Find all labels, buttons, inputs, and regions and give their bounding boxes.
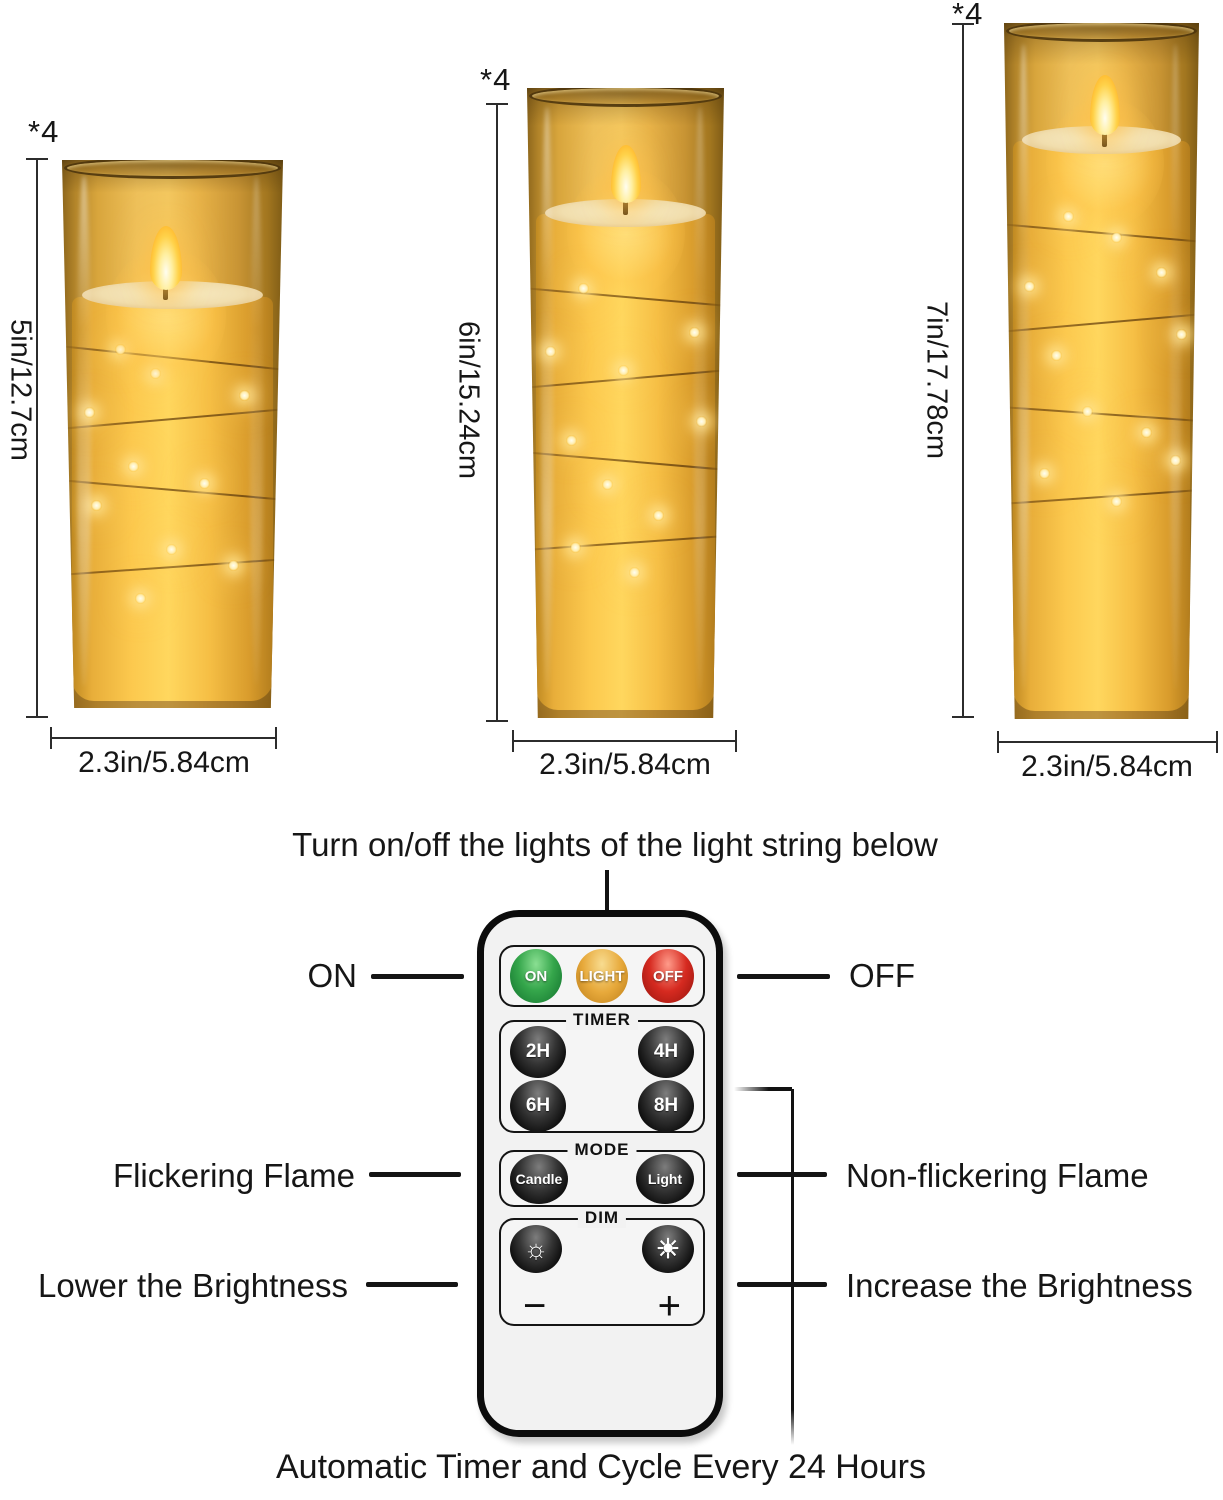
sun-bright-icon[interactable]: ☀ — [642, 1225, 694, 1273]
callout-off-label: OFF — [849, 957, 915, 994]
glass-rim — [64, 160, 281, 179]
sun-dim-icon[interactable]: ☼ — [510, 1225, 562, 1273]
fairy-light-dot — [696, 415, 708, 427]
fairy-light-dot — [1111, 496, 1123, 508]
fairy-light-dot — [227, 560, 239, 572]
height-dimension-arrow — [486, 103, 508, 722]
width-dimension-label: 2.3in/5.84cm — [539, 748, 711, 781]
candle-wick — [163, 286, 168, 300]
fairy-light-dot — [90, 499, 102, 511]
fairy-light-dot — [128, 461, 140, 473]
quantity-label: *4 — [28, 114, 60, 149]
height-dimension-arrow — [952, 23, 974, 718]
width-dimension-label: 2.3in/5.84cm — [78, 746, 250, 779]
timer-section-label: TIMER — [566, 1010, 638, 1030]
mode-button-group: MODE Candle Light — [499, 1140, 705, 1207]
timer-2h-button[interactable]: 2H — [510, 1026, 566, 1078]
fairy-light-dot — [570, 541, 582, 553]
fairy-light-dot — [1175, 329, 1187, 341]
fairy-light-dot — [1156, 266, 1168, 278]
candle-photo-6in — [527, 88, 724, 718]
fairy-light-dot — [165, 543, 177, 555]
callout-lower-label: Lower the Brightness — [37, 1267, 348, 1304]
fairy-light-dot — [238, 390, 250, 402]
fairy-light-dot — [544, 346, 556, 358]
callout-flickering-label: Flickering Flame — [112, 1157, 355, 1194]
candle-glass — [1004, 23, 1199, 719]
candle-wick — [623, 201, 628, 215]
remote-off-button[interactable]: OFF — [642, 949, 694, 1003]
width-dimension-label: 2.3in/5.84cm — [1021, 750, 1193, 783]
minus-symbol: − — [523, 1284, 547, 1328]
remote-on-button[interactable]: ON — [510, 949, 562, 1003]
mode-section-label: MODE — [567, 1140, 637, 1160]
candle-flame — [1090, 75, 1120, 135]
candle-flame — [611, 145, 641, 203]
candle-glass — [527, 88, 724, 718]
callout-line-flickering — [369, 1172, 461, 1177]
fairy-light-dot — [1062, 210, 1074, 222]
fairy-light-dot — [617, 365, 629, 377]
height-dimension-arrow — [26, 158, 48, 718]
dim-section-label: DIM — [577, 1208, 627, 1228]
candle-photo-7in — [1004, 23, 1199, 719]
callout-line-on — [371, 974, 464, 979]
glass-rim — [528, 88, 723, 107]
width-dimension-arrow — [512, 730, 737, 752]
right-connector-line — [791, 1089, 794, 1445]
candle-glass — [62, 160, 283, 708]
mode-light-button[interactable]: Light — [636, 1153, 694, 1204]
fairy-light-dot — [601, 478, 613, 490]
fairy-light-dot — [84, 406, 96, 418]
width-dimension-arrow — [997, 731, 1218, 753]
mode-candle-button[interactable]: Candle — [510, 1153, 568, 1204]
glass-rim — [1005, 23, 1198, 42]
right-connector-stub — [734, 1087, 792, 1091]
candle-photo-5in — [62, 160, 283, 708]
quantity-label: *4 — [952, 0, 984, 31]
fairy-light-dot — [688, 327, 700, 339]
fairy-light-dot — [1023, 280, 1035, 292]
title-connector-line — [605, 870, 609, 912]
height-dimension-label: 6in/15.24cm — [452, 321, 485, 479]
dim-button-group: DIM ☼ ☀ − + — [499, 1208, 705, 1328]
fairy-light-dot — [566, 434, 578, 446]
callout-non-flickering-label: Non-flickering Flame — [846, 1157, 1149, 1194]
candle-flame — [150, 226, 182, 290]
callout-increase-label: Increase the Brightness — [846, 1267, 1193, 1304]
width-dimension-arrow — [50, 727, 277, 749]
remote-section-title: Turn on/off the lights of the light stri… — [292, 826, 938, 863]
timer-4h-button[interactable]: 4H — [638, 1026, 694, 1078]
candle-wick — [1102, 133, 1107, 147]
quantity-label: *4 — [480, 62, 512, 97]
fairy-light-dot — [134, 592, 146, 604]
power-button-group: ON LIGHT OFF — [499, 945, 705, 1007]
fairy-light-dot — [653, 510, 665, 522]
timer-button-group: TIMER 2H 4H 6H 8H — [499, 1010, 705, 1133]
fairy-light-dot — [578, 283, 590, 295]
height-dimension-label: 5in/12.7cm — [4, 319, 37, 461]
fairy-light-dot — [1039, 468, 1051, 480]
fairy-light-dot — [1111, 231, 1123, 243]
remote-light-button[interactable]: LIGHT — [576, 949, 628, 1003]
fairy-light-dot — [199, 477, 211, 489]
callout-on-label: ON — [307, 957, 358, 994]
fairy-light-dot — [1169, 454, 1181, 466]
callout-line-off — [737, 974, 830, 979]
callout-line-increase — [737, 1282, 827, 1287]
fairy-light-dot — [629, 566, 641, 578]
plus-symbol: + — [657, 1284, 681, 1328]
fairy-light-dot — [1082, 405, 1093, 417]
fairy-light-dot — [1050, 350, 1062, 362]
remote-control: ON LIGHT OFF TIMER 2H 4H 6H 8H MODE Cand… — [477, 910, 723, 1437]
fairy-light-dot — [1140, 426, 1152, 438]
timer-6h-button[interactable]: 6H — [510, 1080, 566, 1132]
height-dimension-label: 7in/17.78cm — [920, 301, 953, 459]
callout-line-non-flickering — [737, 1172, 827, 1177]
timer-8h-button[interactable]: 8H — [638, 1080, 694, 1132]
footer-caption: Automatic Timer and Cycle Every 24 Hours — [275, 1448, 927, 1486]
callout-line-lower — [366, 1282, 458, 1287]
